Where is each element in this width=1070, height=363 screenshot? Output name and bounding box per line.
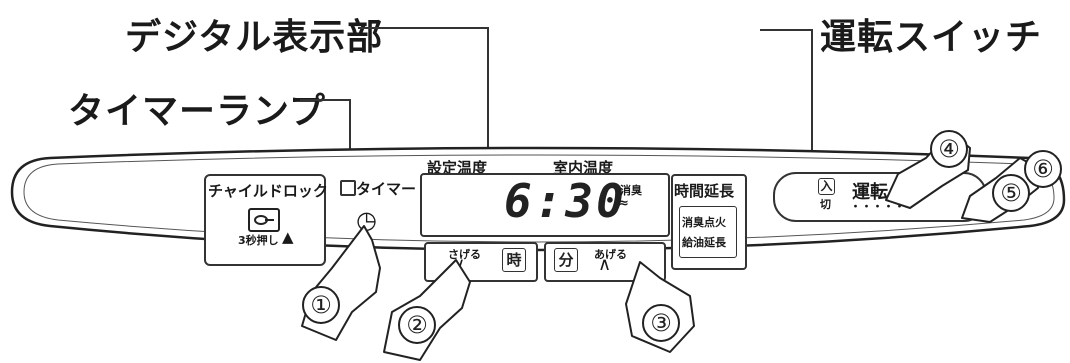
wave-icon: ≈ <box>618 196 629 211</box>
timer-button-clock-icon[interactable]: ◷ <box>356 206 377 234</box>
step-2-marker: ② <box>398 306 436 344</box>
time-extend-label: 時間延長 <box>674 182 735 200</box>
off-label: 切 <box>820 198 831 211</box>
step-6-marker: ⑥ <box>1024 150 1062 188</box>
callout-timer-lamp: タイマーランプ <box>68 91 326 132</box>
on-indicator: 入 <box>818 178 835 195</box>
callout-run-switch: 運転スイッチ <box>820 17 1043 58</box>
child-lock-label: チャイルドロック <box>208 182 328 200</box>
step-5-marker: ⑤ <box>992 174 1030 212</box>
time-readout: 6:30 <box>504 174 627 228</box>
down-label: さげる <box>448 248 481 261</box>
leader-line-run <box>808 29 813 174</box>
refuel-extend-label: 給油延長 <box>682 236 726 249</box>
room-temp-label: 室内温度 <box>553 159 614 177</box>
time-extend-button[interactable] <box>671 174 747 270</box>
timer-lamp <box>340 180 356 196</box>
timer-label: タイマー <box>356 180 417 198</box>
press-3sec-label: 3秒押し <box>238 234 279 247</box>
step-3-marker: ③ <box>642 304 680 342</box>
minute-key: 分 <box>554 248 578 272</box>
step-4-marker: ④ <box>930 130 968 168</box>
key-button[interactable] <box>248 208 280 232</box>
run-label: 運転 <box>852 182 888 203</box>
leader-line-display <box>358 27 489 160</box>
digital-display <box>420 173 670 237</box>
set-temp-label: 設定温度 <box>427 159 488 177</box>
deodorize-ignition-label: 消臭点火 <box>682 216 726 229</box>
deodorize-indicator: 消臭 <box>620 184 642 197</box>
up-label: あげる <box>594 248 627 261</box>
chevron-up-icon: ∧ <box>598 254 612 275</box>
time-extend-options <box>679 206 737 258</box>
lock-indicator-icon: ▲ <box>282 228 294 246</box>
callout-digital-display: デジタル表示部 <box>125 17 384 58</box>
hour-key: 時 <box>502 248 526 272</box>
run-indicator-dots: ・・・・・ <box>850 200 905 213</box>
step-1-marker: ① <box>302 286 340 324</box>
